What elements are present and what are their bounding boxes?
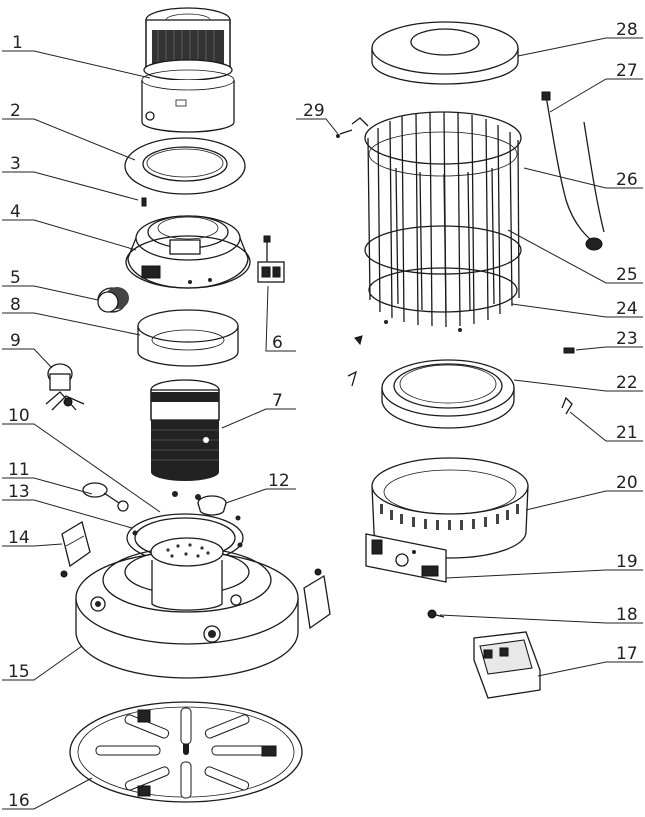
part-10-dots [172,491,201,500]
callout-6: 6 [272,333,283,353]
callout-23: 23 [616,329,638,349]
part-15-bracket-right [303,568,331,630]
callout-10: 10 [8,406,30,426]
part-16-bottom-plate [69,701,303,803]
callout-5: 5 [10,268,21,288]
part-11-lever [82,482,129,512]
part-19-control-panel [365,533,447,583]
callout-25: 25 [616,265,638,285]
callout-19: 19 [616,552,638,572]
part-22-ring [381,359,515,429]
part-20-band [371,457,529,559]
part-misc-clip [347,335,363,387]
callout-4: 4 [10,202,21,222]
callout-24: 24 [616,299,638,319]
part-21-clip [561,396,573,415]
part-8-shield-cup [137,309,239,367]
part-29-screw [336,117,369,138]
callout-22: 22 [616,373,638,393]
part-28-top-lid [371,21,519,85]
part-18-screw [427,609,445,619]
part-3-screw [141,197,147,207]
part-4-burner-base [125,215,251,289]
callout-21: 21 [616,423,638,443]
leader-lines [2,37,643,810]
part-7-wick-cylinder [150,379,220,481]
callout-29: 29 [303,101,325,121]
callout-20: 20 [616,473,638,493]
part-23-screw [563,347,575,354]
part-6-switch [257,235,285,283]
part-1-burner-head [141,7,235,133]
part-15-base-tank [75,537,299,679]
callout-14: 14 [8,528,30,548]
callout-28: 28 [616,20,638,40]
callout-15: 15 [8,662,30,682]
callout-11: 11 [8,460,30,480]
callout-17: 17 [616,644,638,664]
part-27-wire [541,91,605,251]
callout-labels: 1 2 3 4 5 6 7 8 9 10 11 12 13 14 15 16 1… [8,20,638,811]
part-2-flat-ring [124,137,246,195]
callout-8: 8 [10,295,21,315]
part-5-knob [97,287,129,313]
callout-18: 18 [616,605,638,625]
callout-13: 13 [8,482,30,502]
part-17-control-module [473,631,541,699]
callout-26: 26 [616,170,638,190]
callout-7: 7 [272,391,283,411]
callout-3: 3 [10,154,21,174]
part-9-valve [45,363,85,411]
callout-2: 2 [10,101,21,121]
part-12-cap [197,495,227,516]
callout-12: 12 [268,471,290,491]
callout-27: 27 [616,61,638,81]
callout-9: 9 [10,331,21,351]
part-14-bracket-left [60,520,91,578]
part-24-cage-guard [364,111,522,332]
callout-1: 1 [12,33,23,53]
callout-16: 16 [8,791,30,811]
